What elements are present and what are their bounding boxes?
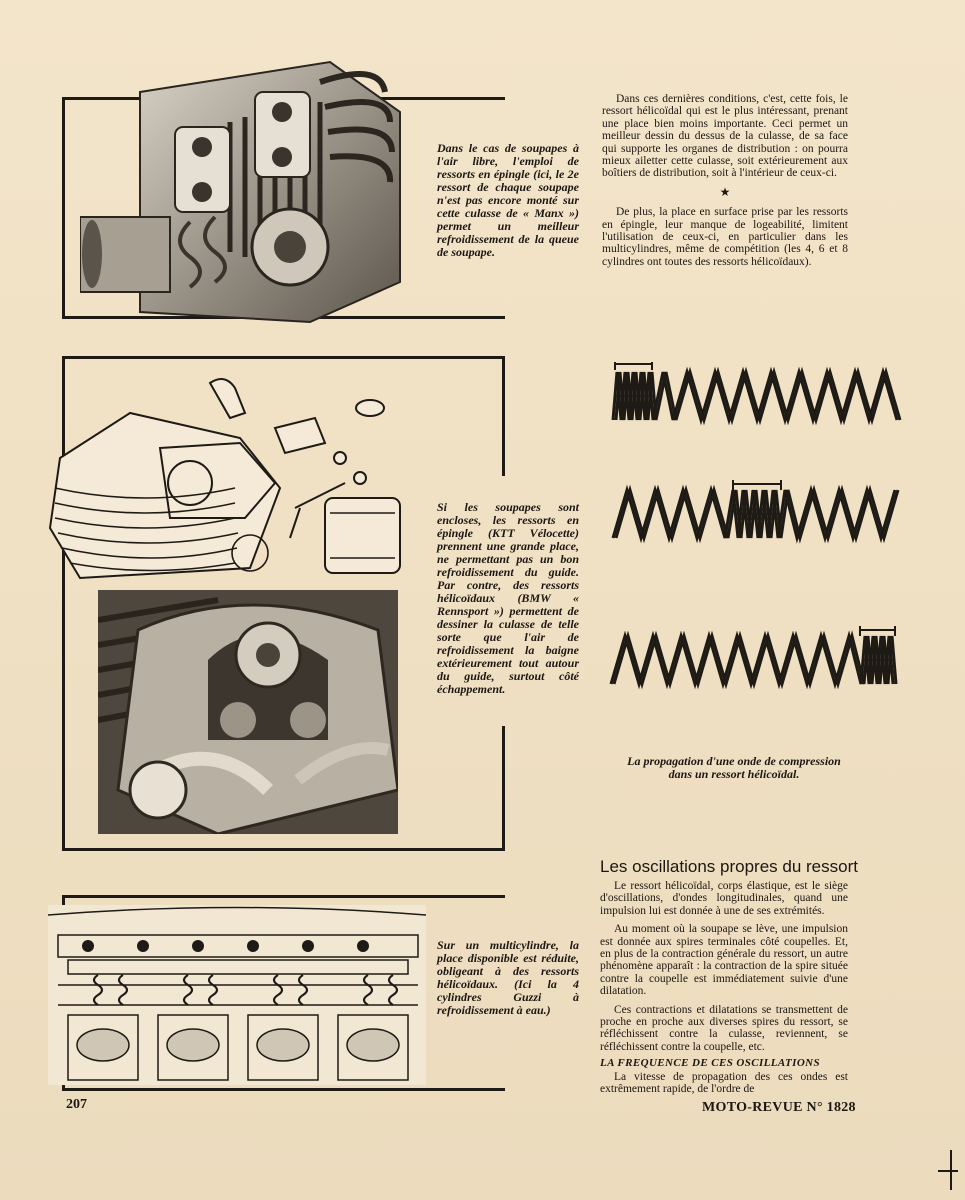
paragraph-2: De plus, la place en surface prise par l… xyxy=(602,206,848,268)
text-column-bottom-end: La vitesse de propagation des ces ondes … xyxy=(600,1071,848,1102)
bmw-cylinder-head-photo-icon xyxy=(98,590,398,834)
section-paragraph-3: Ces contractions et dilatations se trans… xyxy=(600,1003,848,1053)
caption-middle: Si les soupapes sont encloses, les resso… xyxy=(437,500,579,696)
paragraph-1: Dans ces dernières conditions, c'est, ce… xyxy=(602,93,848,180)
exploded-engine-drawing-icon xyxy=(40,368,420,593)
photo-frame-middle xyxy=(62,356,505,851)
section-heading: Les oscillations propres du ressort xyxy=(600,857,858,876)
bracket-right-top xyxy=(502,356,505,476)
cylinder-head-photo-icon xyxy=(80,52,410,327)
section-paragraph-2: Au moment où la soupape se lève, une imp… xyxy=(600,923,848,998)
spring-diagram-1 xyxy=(605,362,905,430)
caption-bottom: Sur un multicylindre, la place disponibl… xyxy=(437,938,579,1017)
bracket-bottom-middle xyxy=(62,848,505,851)
text-column-top: Dans ces dernières conditions, c'est, ce… xyxy=(602,93,848,274)
section-paragraph-4: La vitesse de propagation des ces ondes … xyxy=(600,1071,848,1096)
section-subheading: LA FREQUENCE DE CES OSCILLATIONS xyxy=(600,1057,821,1069)
section-paragraph-1: Le ressort hélicoïdal, corps élastique, … xyxy=(600,880,848,917)
star-icon: ★ xyxy=(719,184,731,199)
magazine-folio: MOTO-REVUE N° 1828 xyxy=(702,1100,856,1115)
caption-springs: La propagation d'une onde de compression… xyxy=(627,754,841,781)
page-number: 207 xyxy=(66,1097,87,1112)
bracket-right-bottom xyxy=(502,726,505,851)
spring-diagram-2 xyxy=(605,480,905,548)
text-column-bottom: Le ressort hélicoïdal, corps élastique, … xyxy=(600,880,848,1059)
multicylinder-cutaway-drawing-icon xyxy=(48,905,426,1085)
caption-top: Dans le cas de soupapes à l'air libre, l… xyxy=(437,141,579,259)
spring-diagram-3 xyxy=(605,624,905,692)
crop-mark-horizontal xyxy=(938,1170,958,1172)
